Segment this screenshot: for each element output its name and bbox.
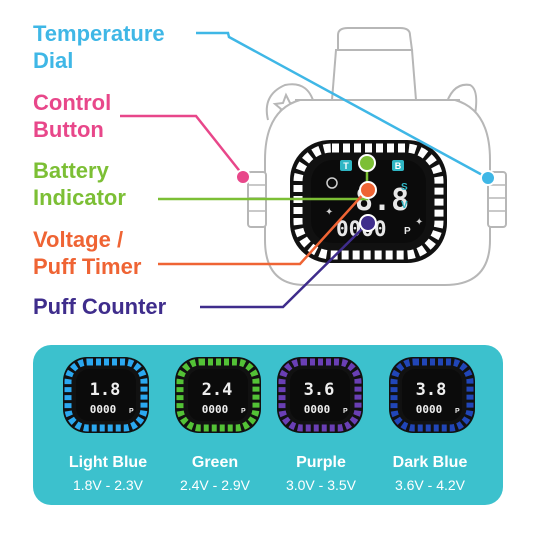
svg-text:0000: 0000 [304,403,331,416]
device-illustration: T B 8.8 S V 0000 P ✦ ✦ [120,27,507,309]
leader-battery-indicator [158,165,369,201]
mouthpiece-top [337,27,414,51]
svg-text:1.8: 1.8 [90,380,121,400]
leader-control-button [120,114,243,175]
svg-text:3.6: 3.6 [304,380,335,400]
svg-text:2.4: 2.4 [202,380,233,400]
mode-screen-dark-blue: 3.8 0000 P [389,357,475,433]
unit-s: S [401,182,408,193]
mode-screen-purple: 3.6 0000 P [277,357,363,433]
leader-puff-counter [200,223,368,309]
svg-text:0000: 0000 [416,403,443,416]
indicator-b: B [395,161,402,171]
sparkle-icon: ✦ [325,207,333,218]
svg-text:P: P [129,408,134,415]
svg-text:P: P [455,408,460,415]
svg-text:0000: 0000 [90,403,117,416]
mode-name-light-blue: Light Blue [68,454,148,471]
mode-range-purple: 3.0V - 3.5V [285,477,357,493]
mode-screen-light-blue: 1.8 0000 P [63,357,149,433]
mode-name-green: Green [191,454,239,471]
counter-unit: P [404,226,411,237]
mode-screen-green: 2.4 0000 P [175,357,261,433]
control-button-label: Control Button [33,90,112,142]
svg-text:3.8: 3.8 [416,380,447,400]
mode-range-green: 2.4V - 2.9V [179,477,251,493]
temperature-dial-label: Temperature Dial [33,21,165,73]
leader-temperature-dial [196,31,487,179]
mode-range-light-blue: 1.8V - 2.3V [72,477,144,493]
indicator-t: T [343,161,349,171]
leader-voltage-puff-timer [158,189,368,266]
battery-indicator-label: Battery Indicator [33,158,126,210]
svg-text:P: P [241,408,246,415]
unit-v: V [401,200,408,211]
sparkle-icon: ✦ [415,217,423,228]
mode-name-dark-blue: Dark Blue [392,454,468,471]
mouthpiece [330,49,418,101]
puff-counter-label: Puff Counter [33,294,167,319]
svg-text:0000: 0000 [202,403,229,416]
mode-range-dark-blue: 3.6V - 4.2V [394,477,466,493]
mode-name-purple: Purple [296,454,346,471]
svg-text:P: P [343,408,348,415]
screen-ring [293,143,444,260]
color-modes-panel: 1.8 0000 P 2.4 0000 P 3.6 0000 P 3.8 000… [33,345,503,505]
voltage-puff-timer-label: Voltage / Puff Timer [33,227,142,279]
planet-icon [326,177,338,189]
